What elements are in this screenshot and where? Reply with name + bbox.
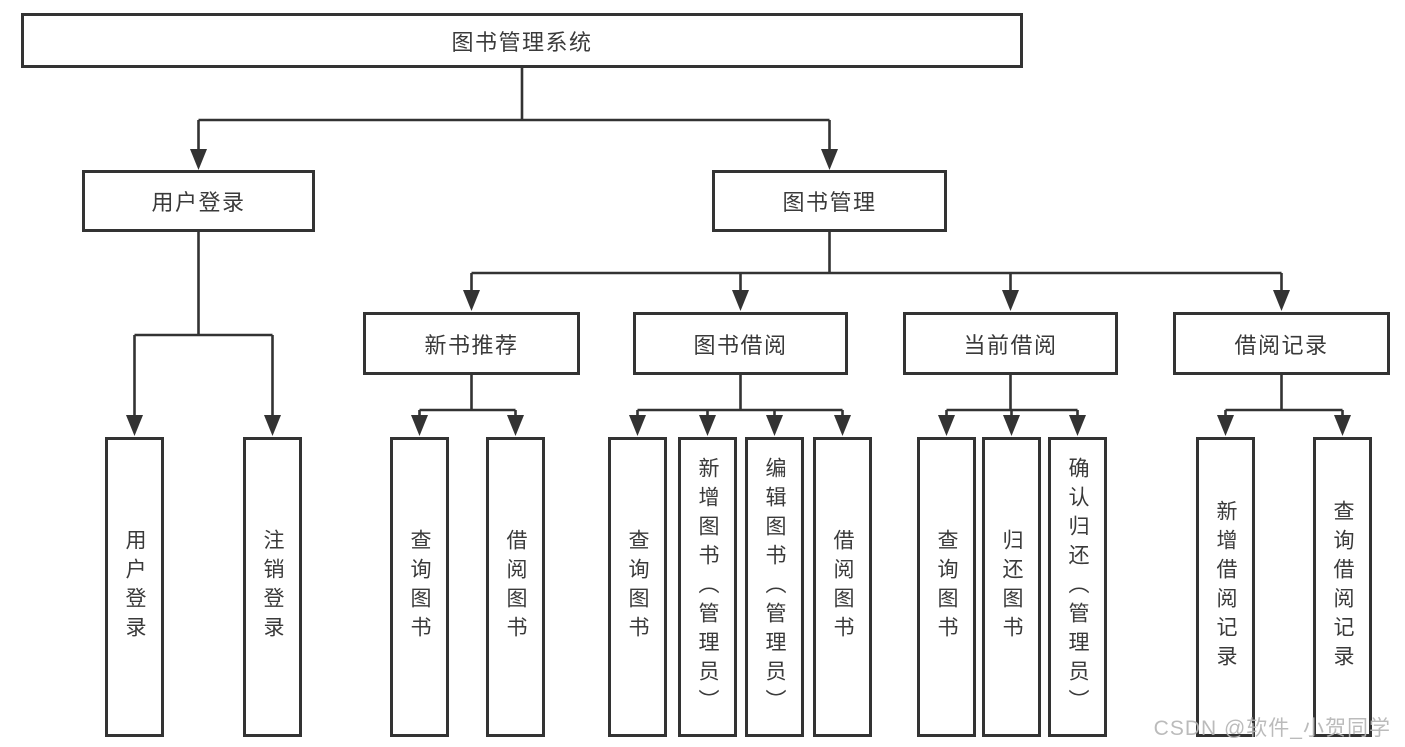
leaf-label: 用户登录 [123, 529, 146, 645]
group-label: 借阅记录 [1234, 332, 1329, 358]
arrow-down-icon [938, 415, 955, 436]
connector-group1-to-leaves [411, 375, 524, 436]
leaf-label: 查询图书 [935, 529, 958, 645]
arrow-down-icon [766, 415, 783, 436]
connector-user-login-to-leaves [126, 232, 281, 436]
arrow-down-icon [1334, 415, 1351, 436]
group-book-borrow: 图书借阅 [633, 312, 848, 375]
connector-group3-to-leaves [938, 375, 1086, 436]
arrow-down-icon [1273, 290, 1290, 311]
branch-book-management: 图书管理 [712, 170, 947, 232]
arrow-down-icon [411, 415, 428, 436]
leaf-label: 借阅图书 [831, 529, 854, 645]
arrow-down-icon [264, 415, 281, 436]
arrow-down-icon [699, 415, 716, 436]
leaf-label: 借阅图书 [504, 529, 527, 645]
leaf-label: 注销登录 [261, 529, 284, 645]
group-label: 图书借阅 [693, 332, 788, 358]
arrow-down-icon [834, 415, 851, 436]
leaf-label: 查询图书 [626, 529, 649, 645]
group-label: 当前借阅 [963, 332, 1058, 358]
arrow-down-icon [507, 415, 524, 436]
leaf-edit-books-admin: 编辑图书（管理员） [745, 437, 804, 737]
leaf-return-books: 归还图书 [982, 437, 1041, 737]
arrow-down-icon [1217, 415, 1234, 436]
branch-label: 图书管理 [782, 190, 877, 215]
leaf-borrow-books-1: 借阅图书 [486, 437, 545, 737]
leaf-query-books-3: 查询图书 [917, 437, 976, 737]
leaf-label: 查询图书 [408, 529, 431, 645]
arrow-down-icon [1002, 290, 1019, 311]
branch-user-login: 用户登录 [82, 170, 315, 232]
leaf-logout: 注销登录 [243, 437, 302, 737]
leaf-label: 新增借阅记录 [1214, 500, 1237, 674]
connector-group2-to-leaves [629, 375, 851, 436]
leaf-user-login: 用户登录 [105, 437, 164, 737]
group-borrow-records: 借阅记录 [1173, 312, 1390, 375]
leaf-label: 编辑图书（管理员） [763, 456, 786, 718]
group-label: 新书推荐 [424, 332, 519, 358]
arrow-down-icon [629, 415, 646, 436]
arrow-down-icon [126, 415, 143, 436]
root-node-label: 图书管理系统 [451, 29, 593, 55]
leaf-confirm-return-admin: 确认归还（管理员） [1048, 437, 1107, 737]
root-node-library-system: 图书管理系统 [21, 13, 1023, 68]
arrow-down-icon [1003, 415, 1020, 436]
leaf-query-borrow-record: 查询借阅记录 [1313, 437, 1372, 737]
leaf-label: 确认归还（管理员） [1066, 456, 1089, 718]
group-new-book-recommend: 新书推荐 [363, 312, 580, 375]
leaf-query-books-1: 查询图书 [390, 437, 449, 737]
leaf-query-books-2: 查询图书 [608, 437, 667, 737]
leaf-label: 查询借阅记录 [1331, 500, 1354, 674]
leaf-add-books-admin: 新增图书（管理员） [678, 437, 737, 737]
branch-label: 用户登录 [151, 190, 246, 215]
connector-root-to-level2 [190, 68, 838, 170]
arrow-down-icon [1069, 415, 1086, 436]
arrow-down-icon [821, 149, 838, 170]
csdn-watermark: CSDN @软件_小贺同学 [1153, 717, 1391, 740]
leaf-label: 归还图书 [1000, 529, 1023, 645]
leaf-borrow-books-2: 借阅图书 [813, 437, 872, 737]
leaf-label: 新增图书（管理员） [696, 456, 719, 718]
connector-book-mgmt-to-groups [463, 232, 1290, 311]
arrow-down-icon [190, 149, 207, 170]
connector-group4-to-leaves [1217, 375, 1351, 436]
arrow-down-icon [732, 290, 749, 311]
leaf-add-borrow-record: 新增借阅记录 [1196, 437, 1255, 737]
group-current-borrow: 当前借阅 [903, 312, 1118, 375]
arrow-down-icon [463, 290, 480, 311]
